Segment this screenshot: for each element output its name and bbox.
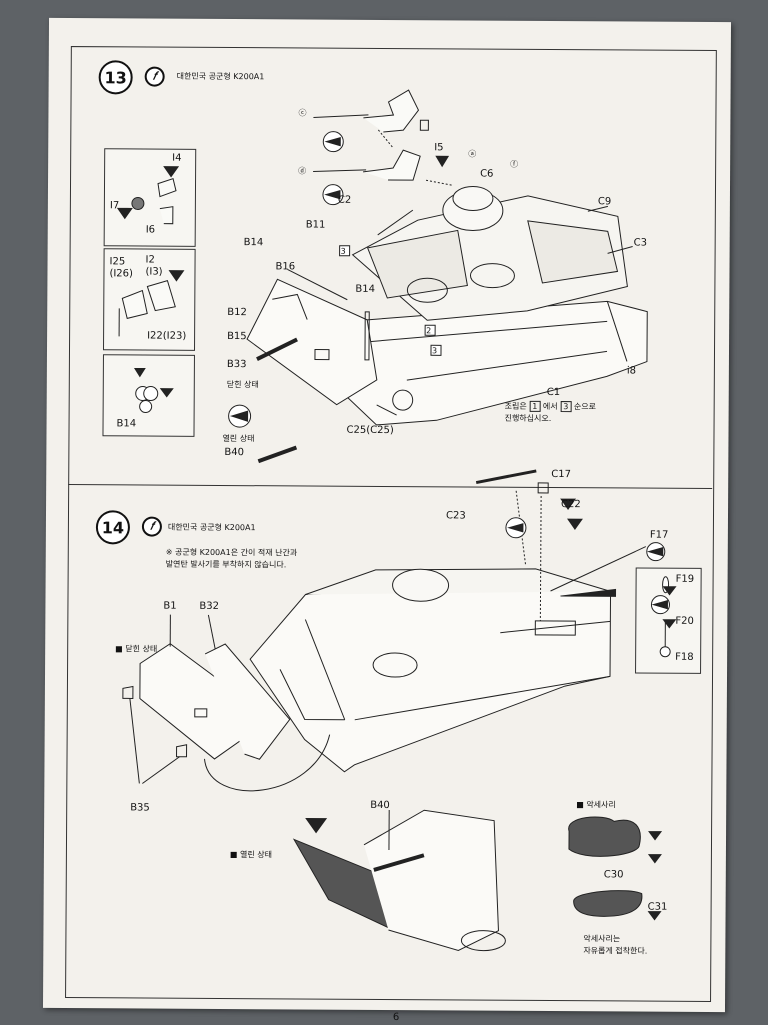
label-f18: F18 (675, 652, 694, 663)
label-c30: C30 (604, 869, 624, 880)
seq-2: 2 (426, 326, 431, 335)
label-c2: C2 (338, 195, 351, 206)
label-c25: C25(C25) (346, 425, 393, 436)
label-i25: I25 (110, 256, 126, 267)
label-c1: C1 (547, 387, 560, 398)
label-closed-14: ■ 닫힌 상태 (115, 643, 157, 654)
label-c: ⓒ (298, 107, 306, 118)
hull-step14 (249, 579, 610, 773)
label-accessory: ■ 악세사리 (576, 799, 616, 810)
label-i2: I2 (146, 255, 155, 266)
label-f17: F17 (650, 530, 669, 541)
label-b33: B33 (227, 359, 247, 370)
seq-1: 3 (341, 247, 346, 256)
label-a: ⓐ (468, 148, 476, 159)
label-b12: B12 (227, 307, 247, 318)
label-open-14: ■ 열린 상태 (230, 849, 272, 860)
label-b11: B11 (306, 219, 326, 230)
order-note-pre: 조립은 (505, 402, 527, 411)
label-box-b14: B14 (117, 418, 137, 429)
label-c3: C3 (634, 238, 647, 249)
label-b40-14: B40 (370, 800, 390, 811)
label-f19: F19 (676, 574, 695, 585)
label-b14-top: B14 (244, 237, 264, 248)
label-i4: I4 (172, 153, 181, 164)
accessory-c30 (568, 817, 640, 857)
label-i5: I5 (434, 142, 443, 153)
label-b16: B16 (275, 261, 295, 272)
rear-door (247, 279, 378, 405)
accessory-c31 (574, 890, 642, 916)
label-c23: C23 (446, 510, 466, 521)
label-b35: B35 (130, 802, 150, 813)
order-note-post: 순으로 (574, 402, 596, 411)
label-c6: C6 (480, 169, 493, 180)
label-i7: I7 (110, 200, 119, 211)
label-b15: B15 (227, 331, 247, 342)
label-b1: B1 (163, 601, 176, 612)
order-note-line2: 진행하십시오. (505, 413, 596, 426)
order-note-box1: 1 (529, 401, 540, 412)
label-open: 열린 상태 (222, 433, 254, 444)
label-c31: C31 (648, 902, 668, 913)
order-note-box3: 3 (560, 401, 571, 412)
label-i26: (I26) (109, 268, 133, 279)
accessory-note-line1: 악세사리는 (583, 933, 647, 945)
label-b40: B40 (224, 447, 244, 458)
label-i3: (I3) (145, 267, 162, 278)
label-c22: C22 (561, 499, 581, 510)
label-i6: I6 (146, 225, 155, 236)
page-number: 6 (393, 1012, 399, 1023)
assembly-drawing (43, 18, 731, 1012)
label-i22: I22(I23) (147, 331, 186, 342)
label-b14-mid: B14 (355, 284, 375, 295)
label-f20: F20 (675, 616, 694, 627)
accessory-note: 악세사리는 자유롭게 접착한다. (583, 933, 647, 957)
label-c17: C17 (551, 469, 571, 480)
order-note: 조립은 1 에서 3 순으로 진행하십시오. (505, 401, 596, 426)
label-c9: C9 (598, 196, 611, 207)
seq-3: 3 (432, 346, 437, 355)
label-i8: i8 (627, 365, 636, 376)
label-b32: B32 (199, 601, 219, 612)
accessory-note-line2: 자유롭게 접착한다. (583, 945, 647, 957)
label-d: ⓓ (298, 165, 306, 176)
label-f: ⓕ (510, 159, 518, 170)
order-note-mid: 에서 (543, 402, 558, 411)
label-closed: 닫힌 상태 (227, 379, 259, 390)
instruction-sheet: 13 𝑓 대한민국 공군형 K200A1 14 𝑓 대한민국 공군형 K200A… (43, 18, 731, 1012)
